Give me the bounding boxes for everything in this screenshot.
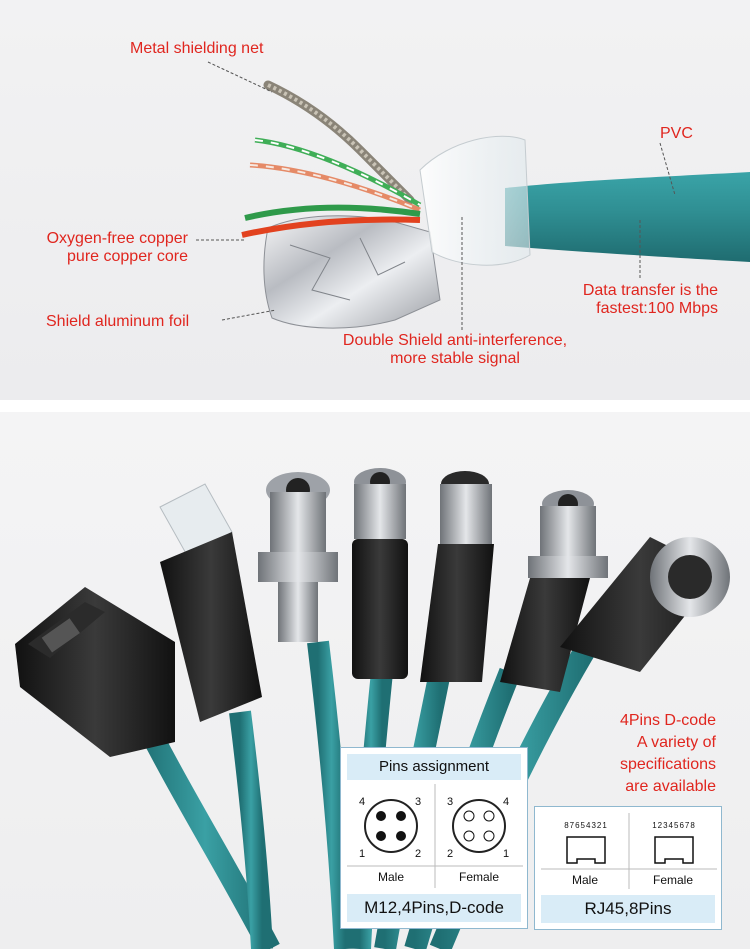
m12-female-pin-4: 4	[503, 796, 510, 808]
m12-pin-diagrams	[347, 784, 523, 888]
pvc-jacket	[505, 172, 750, 262]
data-transfer-line-1: Data transfer is the	[582, 282, 718, 299]
spec-note-line-3: specifications	[619, 756, 716, 773]
m12-male-pin-4: 4	[359, 796, 366, 808]
m12-male-pin-2: 2	[415, 848, 422, 860]
spec-note-line-2: A variety of	[636, 734, 716, 751]
m12-right-angle-male	[560, 537, 730, 672]
aluminum-foil-label: Shield aluminum foil	[46, 313, 190, 330]
double-shield-line-2: more stable signal	[390, 350, 520, 367]
connector-lineup-panel: 4Pins D-code A variety of specifications…	[0, 412, 750, 949]
copper-core-line-1: Oxygen-free copper	[46, 230, 188, 247]
m12-female-pin-3: 3	[447, 796, 454, 808]
m12-card-footer: M12,4Pins,D-code	[347, 894, 521, 922]
data-transfer-line-2: fastest:100 Mbps	[596, 300, 718, 317]
m12-male-pin-1: 1	[359, 848, 366, 860]
m12-female-face	[452, 799, 506, 853]
green-white-wire	[254, 137, 422, 208]
cable-structure-panel: Metal shielding net PVC Oxygen-free copp…	[0, 0, 750, 400]
rj45-male-plug	[0, 412, 262, 922]
orange-wire	[241, 216, 421, 238]
spec-note-line-4: are available	[625, 778, 716, 795]
double-shield-line-1: Double Shield anti-interference,	[342, 332, 568, 349]
m12-male-pin-3: 3	[415, 796, 422, 808]
m12-male-face	[364, 799, 418, 853]
rj45-female-coupler	[15, 587, 175, 757]
m12-panel-female-1	[258, 472, 338, 642]
copper-core-line-2: pure copper core	[67, 248, 188, 265]
rj45-pin-diagrams	[541, 813, 717, 889]
m12-straight-female	[352, 468, 408, 679]
pvc-label: PVC	[660, 125, 693, 142]
rj45-card-footer: RJ45,8Pins	[541, 895, 715, 923]
copper-core-label: Oxygen-free copper pure copper core	[18, 230, 188, 266]
m12-female-pin-1: 1	[503, 848, 510, 860]
cable-2	[229, 710, 273, 949]
aluminum-foil	[263, 215, 441, 329]
pins-assignment-title: Pins assignment	[347, 754, 521, 780]
clear-film-wrap	[419, 135, 531, 266]
rj45-female-pin-numbers: 12345678	[652, 821, 696, 830]
rj45-male-label: Male	[571, 873, 598, 887]
rj45-female-face	[654, 836, 694, 864]
spec-note: 4Pins D-code A variety of specifications…	[560, 710, 716, 798]
metal-shielding-label: Metal shielding net	[130, 40, 264, 57]
rj45-male-pin-numbers: 87654321	[564, 821, 608, 830]
rj45-pin-card: 87654321 12345678 Male Female RJ45,8Pins	[534, 806, 722, 930]
m12-female-pin-2: 2	[447, 848, 454, 860]
m12-straight-male	[420, 471, 494, 682]
cable-cutaway-illustration	[196, 61, 750, 330]
double-shield-label: Double Shield anti-interference, more st…	[300, 332, 610, 368]
m12-female-label: Female	[458, 870, 499, 884]
data-transfer-label: Data transfer is the fastest:100 Mbps	[530, 282, 718, 318]
rj45-male-face	[566, 836, 606, 864]
rj45-female-label: Female	[652, 873, 693, 887]
m12-pin-card: Pins assignment 4 3 1 2 3 4 2 1 Male Fem…	[340, 747, 528, 929]
m12-panel-female-2	[500, 490, 608, 692]
panel-divider	[0, 400, 750, 412]
m12-male-label: Male	[377, 870, 404, 884]
green-wire	[244, 204, 421, 221]
spec-note-line-1: 4Pins D-code	[619, 712, 716, 729]
